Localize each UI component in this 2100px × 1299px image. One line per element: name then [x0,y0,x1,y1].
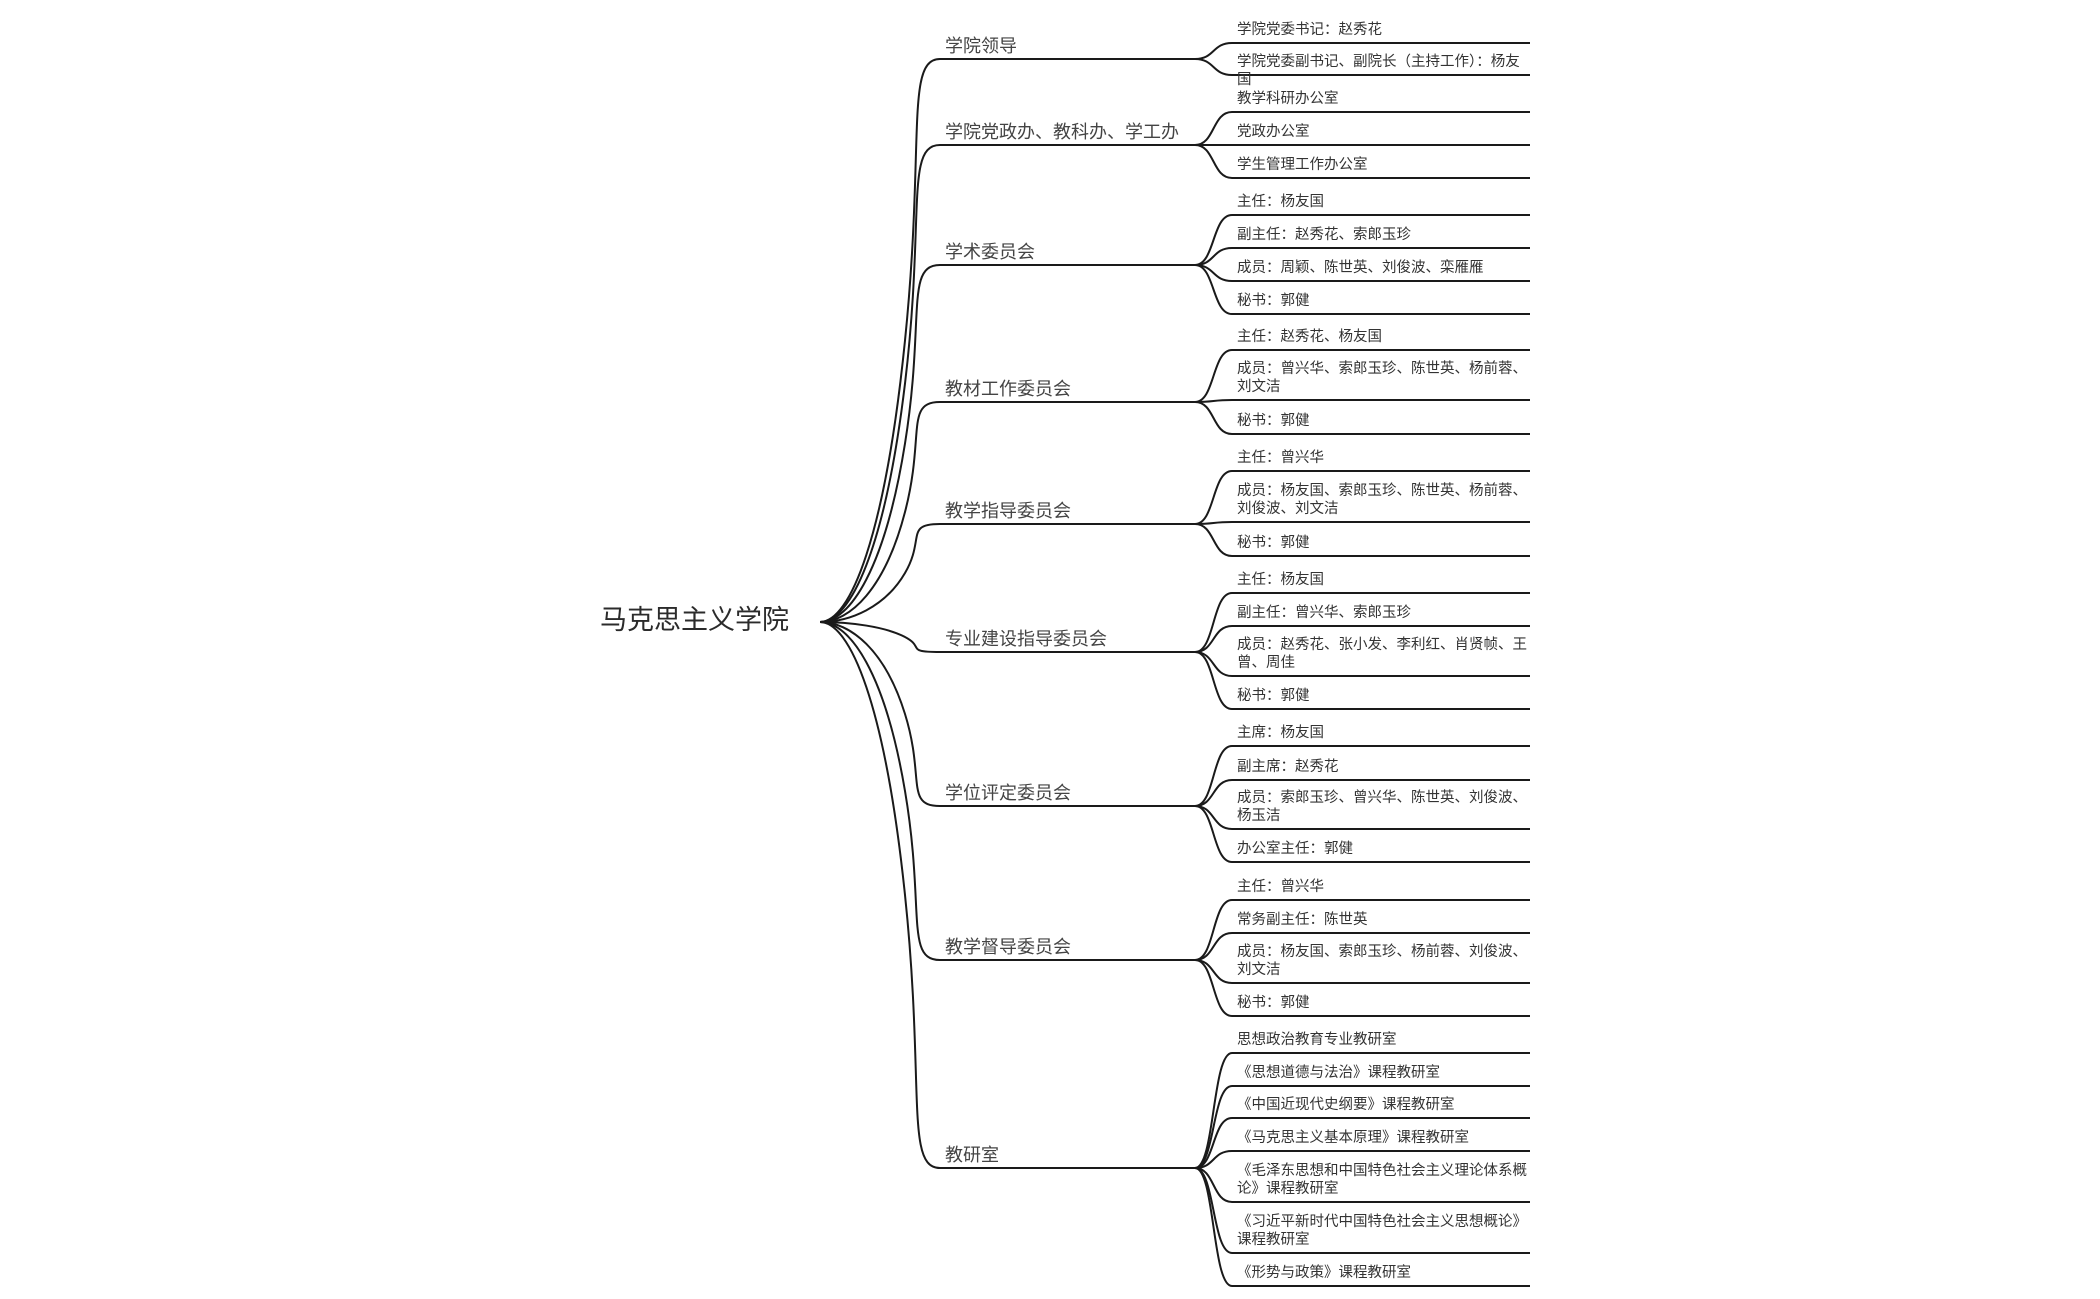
leaf-node[interactable]: 常务副主任：陈世英 [1237,912,1368,928]
branch-leaf-connector [1194,144,1530,179]
branch-leaf-connector [1194,349,1530,403]
root-branch-connector [819,621,1195,1169]
branch-leaf-connector [1194,401,1530,435]
root-branch-connector [819,621,1195,807]
branch-leaf-connector [1194,399,1530,403]
branch-leaf-connector [1194,1167,1530,1287]
leaf-node[interactable]: 主任：曾兴华 [1237,450,1324,466]
leaf-node[interactable]: 思想政治教育专业教研室 [1237,1032,1397,1048]
branch-leaf-connector [1194,651,1530,710]
leaf-node[interactable]: 成员：曾兴华、索郎玉珍、陈世英、杨前蓉、刘文洁 [1237,361,1527,395]
branch-leaf-connector [1194,521,1530,525]
branch-leaf-connector [1194,1117,1530,1169]
branch-leaf-connector [1194,111,1530,146]
leaf-node[interactable]: 副主席：赵秀花 [1237,759,1339,775]
branch-leaf-connector [1194,625,1530,653]
leaf-node[interactable]: 《形势与政策》课程教研室 [1237,1265,1411,1281]
leaf-node[interactable]: 秘书：郭健 [1237,293,1310,309]
leaf-node[interactable]: 主任：杨友国 [1237,194,1324,210]
leaf-node[interactable]: 成员：杨友国、索郎玉珍、杨前蓉、刘俊波、刘文洁 [1237,944,1527,978]
root-branch-connector [819,144,1195,623]
leaf-node[interactable]: 《思想道德与法治》课程教研室 [1237,1065,1440,1081]
leaf-node[interactable]: 教学科研办公室 [1237,91,1339,107]
leaf-node[interactable]: 秘书：郭健 [1237,413,1310,429]
branch-leaf-connector [1194,1167,1530,1203]
leaf-node[interactable]: 成员：赵秀花、张小发、李利红、肖贤帧、王曾、周佳 [1237,637,1527,671]
leaf-node[interactable]: 办公室主任：郭健 [1237,841,1353,857]
leaf-node[interactable]: 副主任：曾兴华、索郎玉珍 [1237,605,1411,621]
leaf-node[interactable]: 主任：赵秀花、杨友国 [1237,329,1382,345]
root-branch-connector [819,264,1195,623]
branch-leaf-connector [1194,1085,1530,1169]
leaf-node[interactable]: 《马克思主义基本原理》课程教研室 [1237,1130,1469,1146]
root-branch-connector [819,621,1195,653]
branch-leaf-connector [1194,592,1530,653]
root-node[interactable]: 马克思主义学院 [600,605,789,636]
branch-leaf-connector [1194,779,1530,807]
branch-leaf-connector [1194,264,1530,315]
leaf-node[interactable]: 《中国近现代史纲要》课程教研室 [1237,1097,1455,1113]
leaf-node[interactable]: 副主任：赵秀花、索郎玉珍 [1237,227,1411,243]
branch-leaf-connector [1194,959,1530,1017]
branch-leaf-connector [1194,470,1530,525]
branch-node[interactable]: 教学督导委员会 [945,937,1071,958]
branch-leaf-connector [1194,745,1530,807]
branch-leaf-connector [1194,899,1530,961]
leaf-node[interactable]: 主任：杨友国 [1237,572,1324,588]
leaf-node[interactable]: 《习近平新时代中国特色社会主义思想概论》课程教研室 [1237,1214,1527,1248]
leaf-node[interactable]: 成员：索郎玉珍、曾兴华、陈世英、刘俊波、杨玉洁 [1237,790,1527,824]
branch-node[interactable]: 教材工作委员会 [945,379,1071,400]
leaf-node[interactable]: 秘书：郭健 [1237,688,1310,704]
leaf-node[interactable]: 《毛泽东思想和中国特色社会主义理论体系概论》课程教研室 [1237,1163,1527,1197]
branch-leaf-connector [1194,523,1530,557]
root-branch-connector [819,401,1195,623]
root-branch-connector [819,621,1195,961]
leaf-node[interactable]: 主席：杨友国 [1237,725,1324,741]
leaf-node[interactable]: 党政办公室 [1237,124,1310,140]
branch-leaf-connector [1194,214,1530,266]
leaf-node[interactable]: 学院党委书记：赵秀花 [1237,22,1382,38]
leaf-node[interactable]: 学生管理工作办公室 [1237,157,1368,173]
branch-node[interactable]: 教学指导委员会 [945,501,1071,522]
branch-leaf-connector [1194,58,1530,76]
branch-leaf-connector [1194,247,1530,266]
branch-leaf-connector [1194,932,1530,961]
branch-leaf-connector [1194,1052,1530,1169]
branch-node[interactable]: 学院领导 [945,36,1017,57]
root-branch-connector [819,523,1195,623]
leaf-node[interactable]: 成员：周颖、陈世英、刘俊波、栾雁雁 [1237,260,1484,276]
leaf-node[interactable]: 成员：杨友国、索郎玉珍、陈世英、杨前蓉、刘俊波、刘文洁 [1237,483,1527,517]
leaf-node[interactable]: 秘书：郭健 [1237,535,1310,551]
branch-leaf-connector [1194,805,1530,863]
leaf-node[interactable]: 学院党委副书记、副院长（主持工作）：杨友国 [1237,54,1520,88]
branch-node[interactable]: 专业建设指导委员会 [945,629,1107,650]
branch-node[interactable]: 学位评定委员会 [945,783,1071,804]
leaf-node[interactable]: 秘书：郭健 [1237,995,1310,1011]
branch-node[interactable]: 学院党政办、教科办、学工办 [945,122,1179,143]
branch-leaf-connector [1194,1150,1530,1169]
leaf-node[interactable]: 主任：曾兴华 [1237,879,1324,895]
branch-node[interactable]: 学术委员会 [945,242,1035,263]
branch-leaf-connector [1194,42,1530,60]
root-branch-connector [819,58,1195,623]
branch-node[interactable]: 教研室 [945,1145,999,1166]
